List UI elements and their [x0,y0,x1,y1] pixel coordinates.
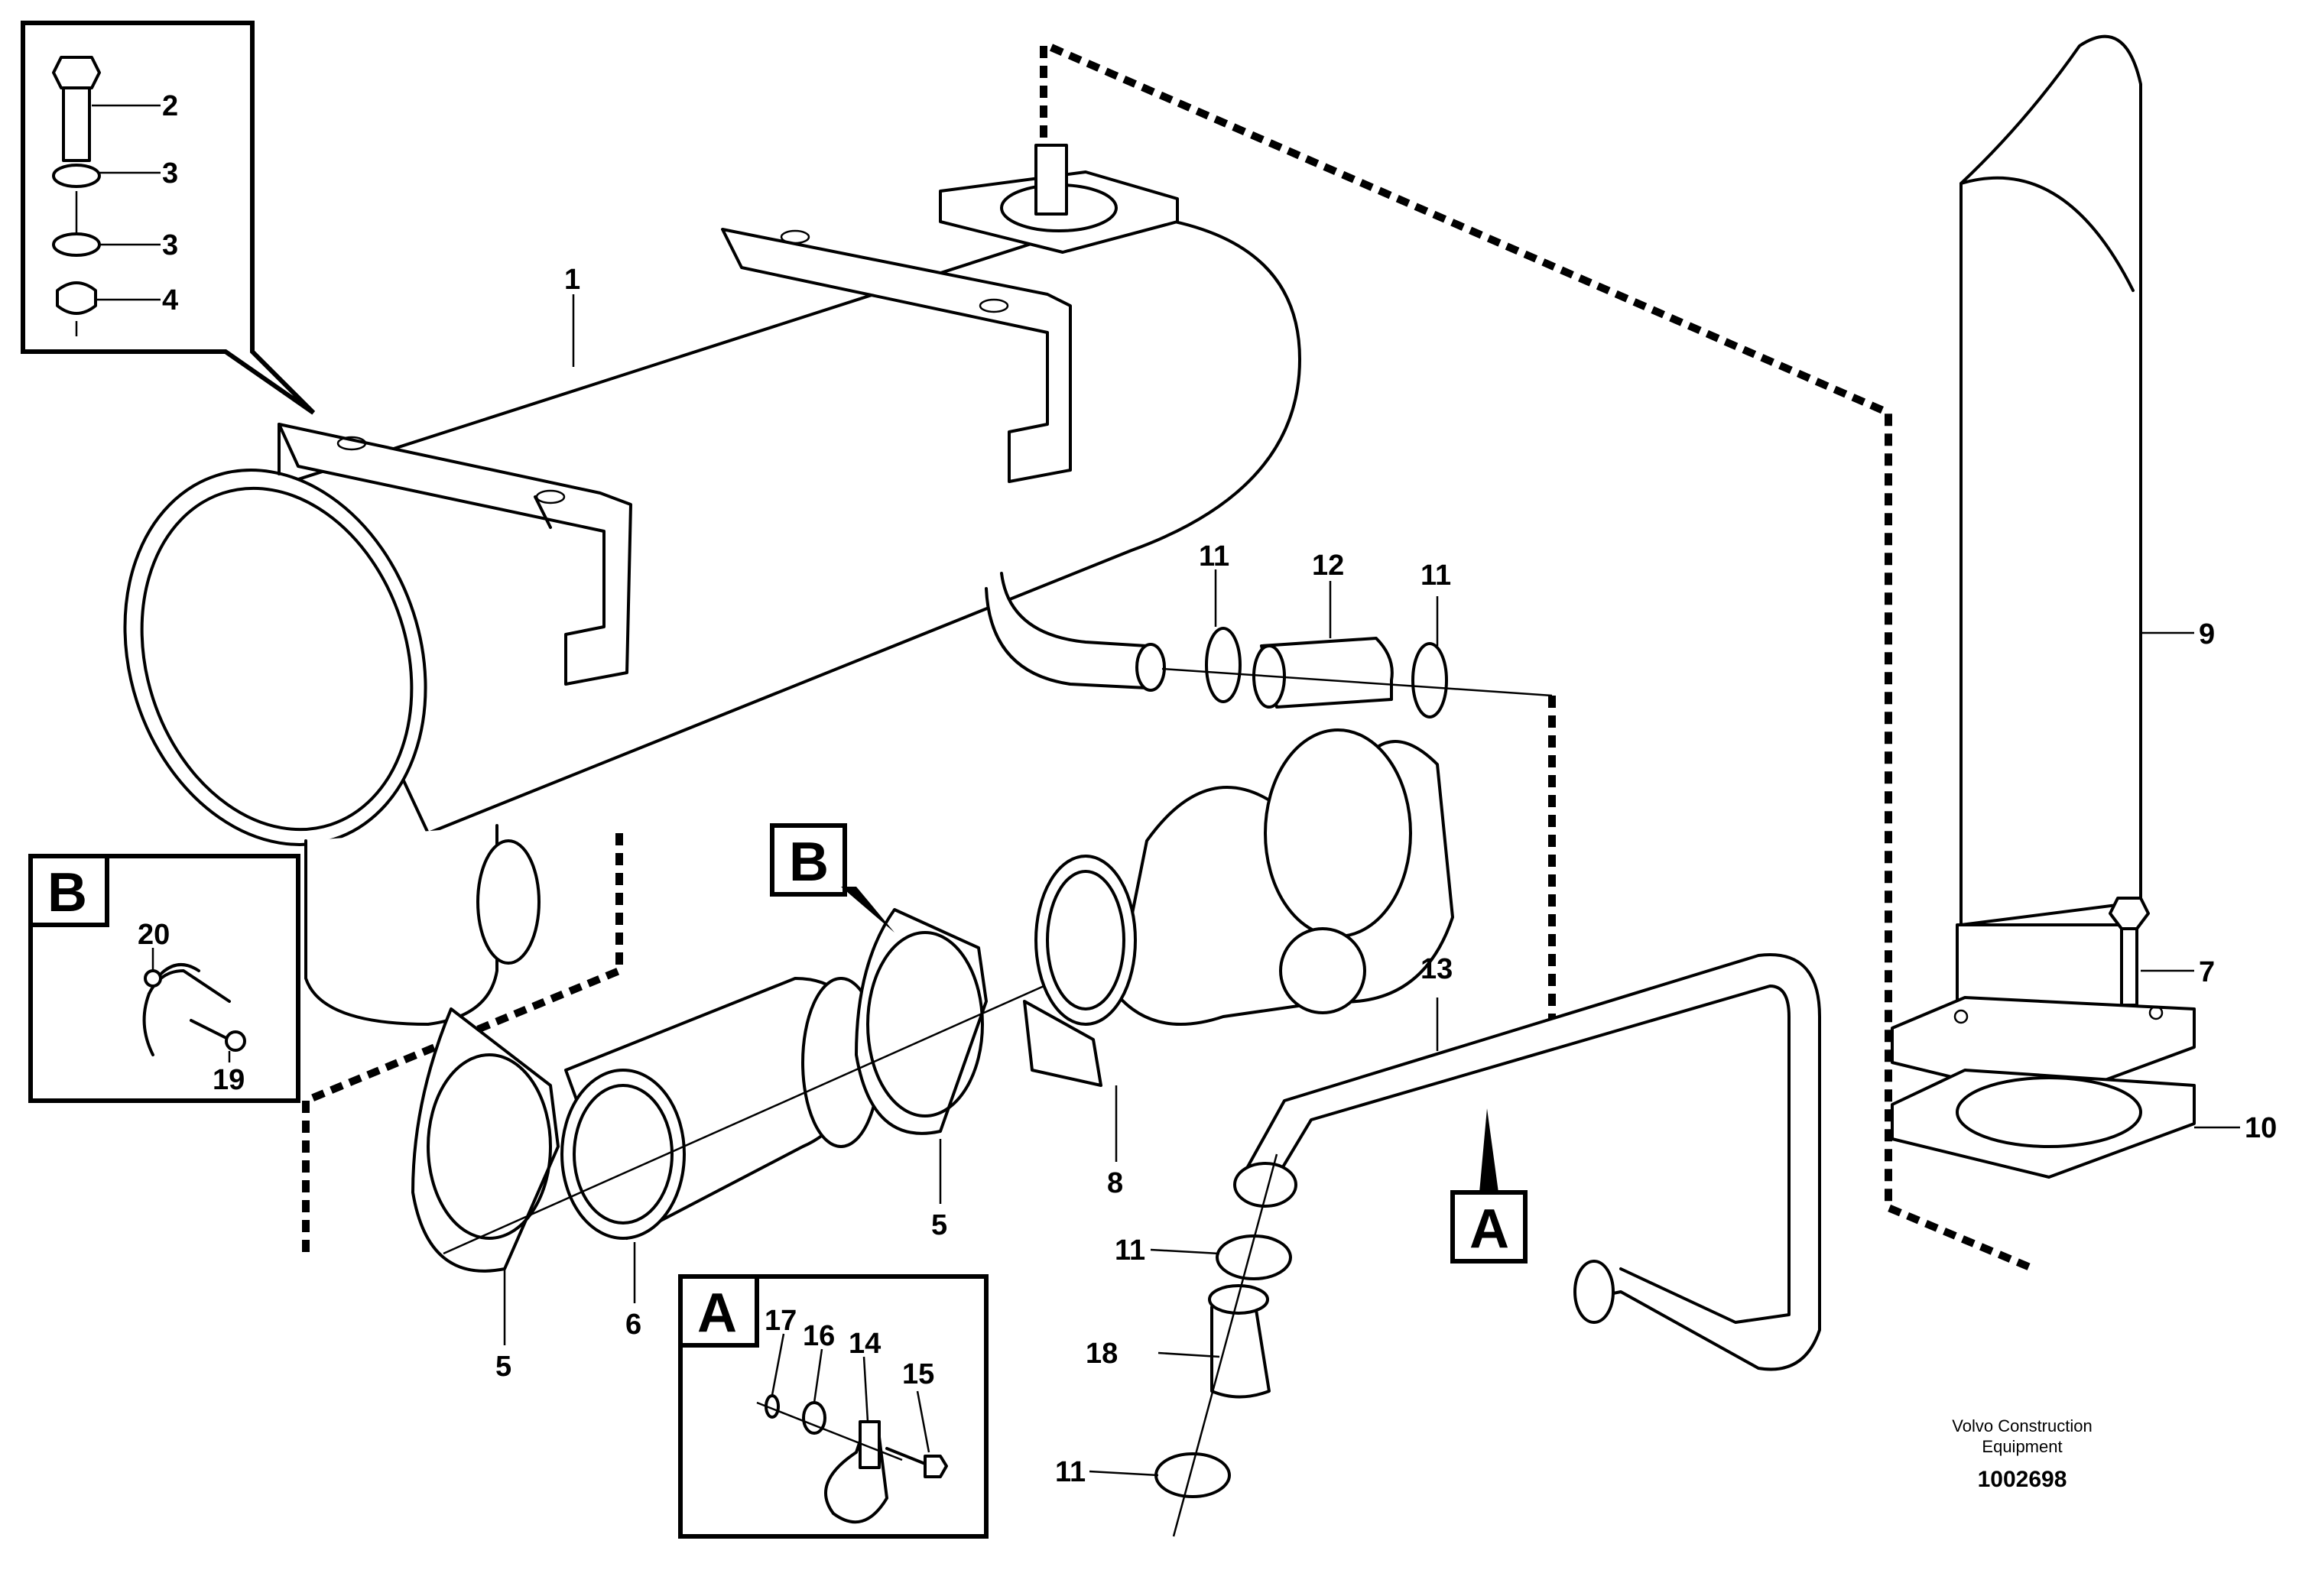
detail-b-ref-letter: B [789,832,829,893]
turbocharger [1023,728,1454,1087]
part-numbers: 2 3 3 4 1 11 12 11 9 7 10 13 8 5 6 5 11 … [138,90,2277,1488]
label-11a: 11 [1199,540,1229,573]
inset-a-title: A [697,1283,737,1344]
credit-block: Volvo Construction Equipment 1002698 [1952,1416,2092,1492]
detail-letters: B A B A [47,832,1509,1344]
label-3b: 3 [162,229,178,261]
credit-line2: Equipment [1982,1437,2062,1456]
label-19: 19 [213,1064,245,1096]
label-8: 8 [1107,1167,1123,1199]
label-11c: 11 [1115,1234,1145,1267]
hose-18-assembly [1154,1153,1297,1537]
flange-clamp-5-right [855,908,988,1135]
detail-a-ref-letter: A [1469,1199,1509,1260]
axis-line [443,939,1148,1255]
label-13: 13 [1420,953,1453,985]
label-16: 16 [803,1320,835,1352]
muffler [123,144,1301,1026]
label-6: 6 [625,1309,641,1341]
label-14: 14 [849,1328,881,1360]
inset-bolt-stack [21,21,316,415]
tailpipe [1956,34,2142,1010]
label-18: 18 [1086,1338,1118,1370]
label-10: 10 [2245,1112,2277,1144]
label-5a: 5 [495,1351,511,1383]
label-2: 2 [162,90,178,122]
label-9: 9 [2199,618,2215,650]
detail-a-reference [1450,1108,1528,1264]
pipe-13 [1245,953,1821,1371]
label-20: 20 [138,919,170,951]
label-11b: 11 [1420,560,1451,592]
label-1: 1 [564,264,580,296]
detail-b-reference [770,823,895,933]
label-17: 17 [765,1305,797,1337]
gasket [1891,1069,2196,1179]
pipe-6 [560,977,881,1240]
label-7: 7 [2199,956,2215,988]
label-15: 15 [902,1358,934,1390]
label-4: 4 [162,284,178,316]
credit-line1: Volvo Construction [1952,1416,2092,1435]
label-3a: 3 [162,157,178,190]
label-11d: 11 [1055,1456,1086,1488]
inset-a [678,1274,989,1539]
inset-b-title: B [47,862,87,923]
flange-clamp-5-left [411,1007,560,1273]
label-12: 12 [1312,550,1344,582]
label-5b: 5 [931,1209,947,1241]
dashed-routing-lines [302,44,2035,1284]
inset-b [28,854,300,1103]
leader-lines [92,104,2240,1477]
hose-12-assembly [1161,627,1553,719]
drawing-number: 1002698 [1978,1467,2067,1492]
